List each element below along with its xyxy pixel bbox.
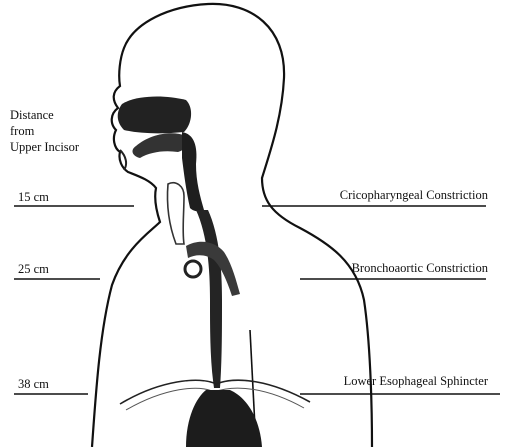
oral-cavity bbox=[133, 133, 188, 158]
distance-label-25: 25 cm bbox=[18, 262, 49, 277]
pharynx bbox=[182, 132, 204, 211]
constriction-label-bronchoaortic: Bronchoaortic Constriction bbox=[352, 261, 488, 276]
distance-label-38: 38 cm bbox=[18, 377, 49, 392]
distance-label-15: 15 cm bbox=[18, 190, 49, 205]
esophagus bbox=[196, 210, 222, 388]
header-line-3: Upper Incisor bbox=[10, 139, 130, 155]
constriction-label-lower-esophageal-sphincter: Lower Esophageal Sphincter bbox=[344, 374, 488, 389]
header-line-1: Distance bbox=[10, 107, 130, 123]
stomach bbox=[186, 390, 262, 447]
larynx bbox=[167, 183, 184, 244]
constriction-label-cricopharyngeal: Cricopharyngeal Constriction bbox=[340, 188, 488, 203]
bronchus bbox=[185, 261, 201, 277]
header-line-2: from bbox=[10, 123, 130, 139]
distance-header: Distance from Upper Incisor bbox=[10, 107, 130, 155]
